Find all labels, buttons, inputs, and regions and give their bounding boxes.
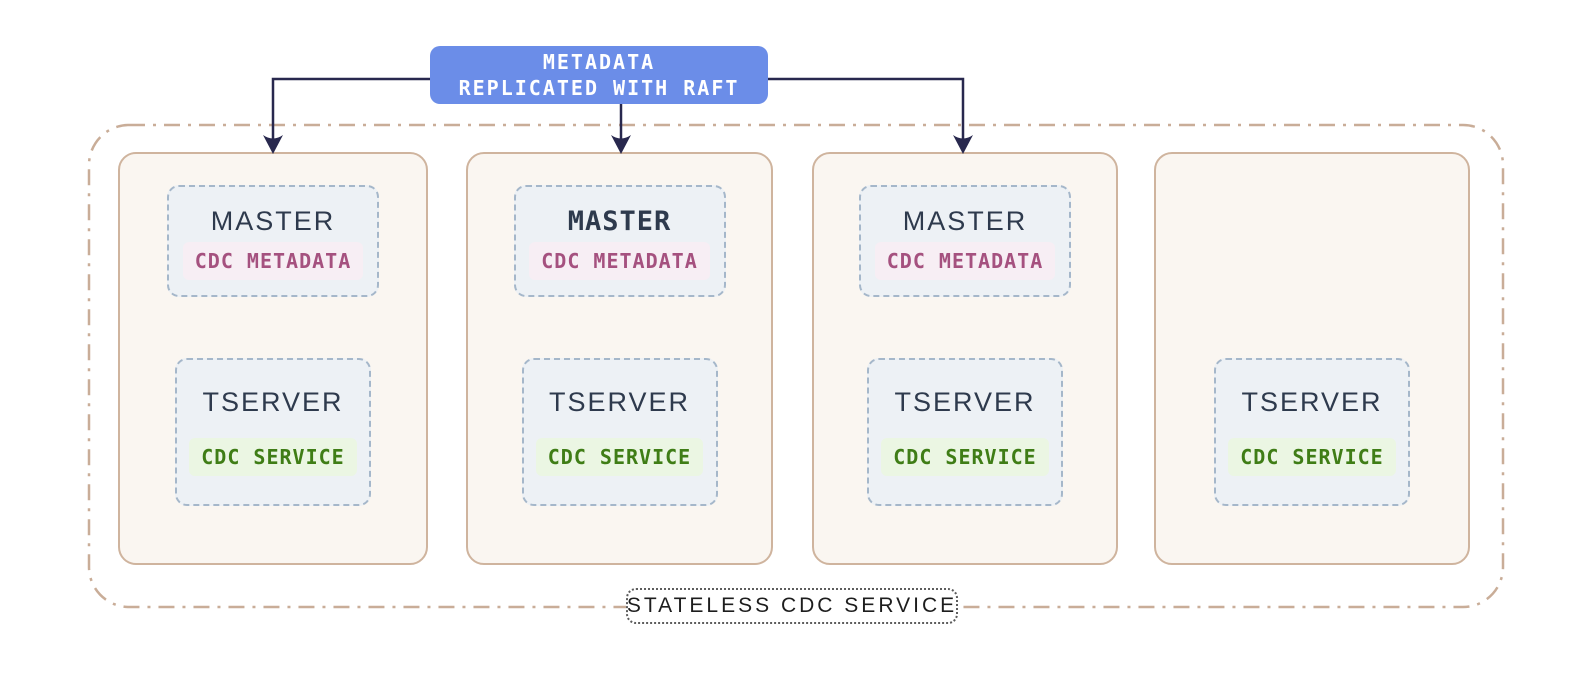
raft-arrow-to-node-1: [271, 77, 430, 140]
metadata-raft-line1: METADATA: [542, 50, 656, 74]
node-2: MASTER CDC METADATA TSERVER CDC SERVICE: [466, 152, 773, 565]
cluster-label: STATELESS CDC SERVICE: [626, 588, 958, 624]
raft-arrow-to-node-3: [768, 77, 965, 140]
tserver-title: TSERVER: [894, 386, 1036, 417]
master-title: MASTER: [902, 206, 1028, 236]
master-box-leader: MASTER CDC METADATA: [513, 185, 726, 297]
master-box: MASTER CDC METADATA: [859, 185, 1071, 297]
tserver-box: TSERVER CDC SERVICE: [867, 358, 1063, 506]
cdc-metadata-badge: CDC METADATA: [182, 242, 364, 280]
master-title: MASTER: [210, 206, 336, 236]
cdc-service-badge: CDC SERVICE: [1228, 437, 1396, 476]
metadata-raft-box: METADATA REPLICATED WITH RAFT: [430, 46, 768, 104]
node-3: MASTER CDC METADATA TSERVER CDC SERVICE: [812, 152, 1118, 565]
node-4: TSERVER CDC SERVICE: [1154, 152, 1470, 565]
tserver-box: TSERVER CDC SERVICE: [521, 358, 718, 506]
tserver-title: TSERVER: [202, 386, 344, 417]
node-1: MASTER CDC METADATA TSERVER CDC SERVICE: [118, 152, 428, 565]
cdc-service-badge: CDC SERVICE: [535, 437, 704, 476]
tserver-title: TSERVER: [548, 386, 691, 417]
cdc-metadata-badge: CDC METADATA: [874, 242, 1056, 280]
tserver-box: TSERVER CDC SERVICE: [1214, 358, 1410, 506]
master-title: MASTER: [567, 206, 672, 237]
cdc-service-badge: CDC SERVICE: [881, 437, 1049, 476]
metadata-raft-line2: REPLICATED WITH RAFT: [458, 76, 740, 100]
cdc-service-badge: CDC SERVICE: [189, 437, 357, 476]
cdc-metadata-badge: CDC METADATA: [529, 242, 710, 280]
tserver-title: TSERVER: [1241, 386, 1383, 417]
tserver-box: TSERVER CDC SERVICE: [175, 358, 371, 506]
master-box: MASTER CDC METADATA: [167, 185, 379, 297]
